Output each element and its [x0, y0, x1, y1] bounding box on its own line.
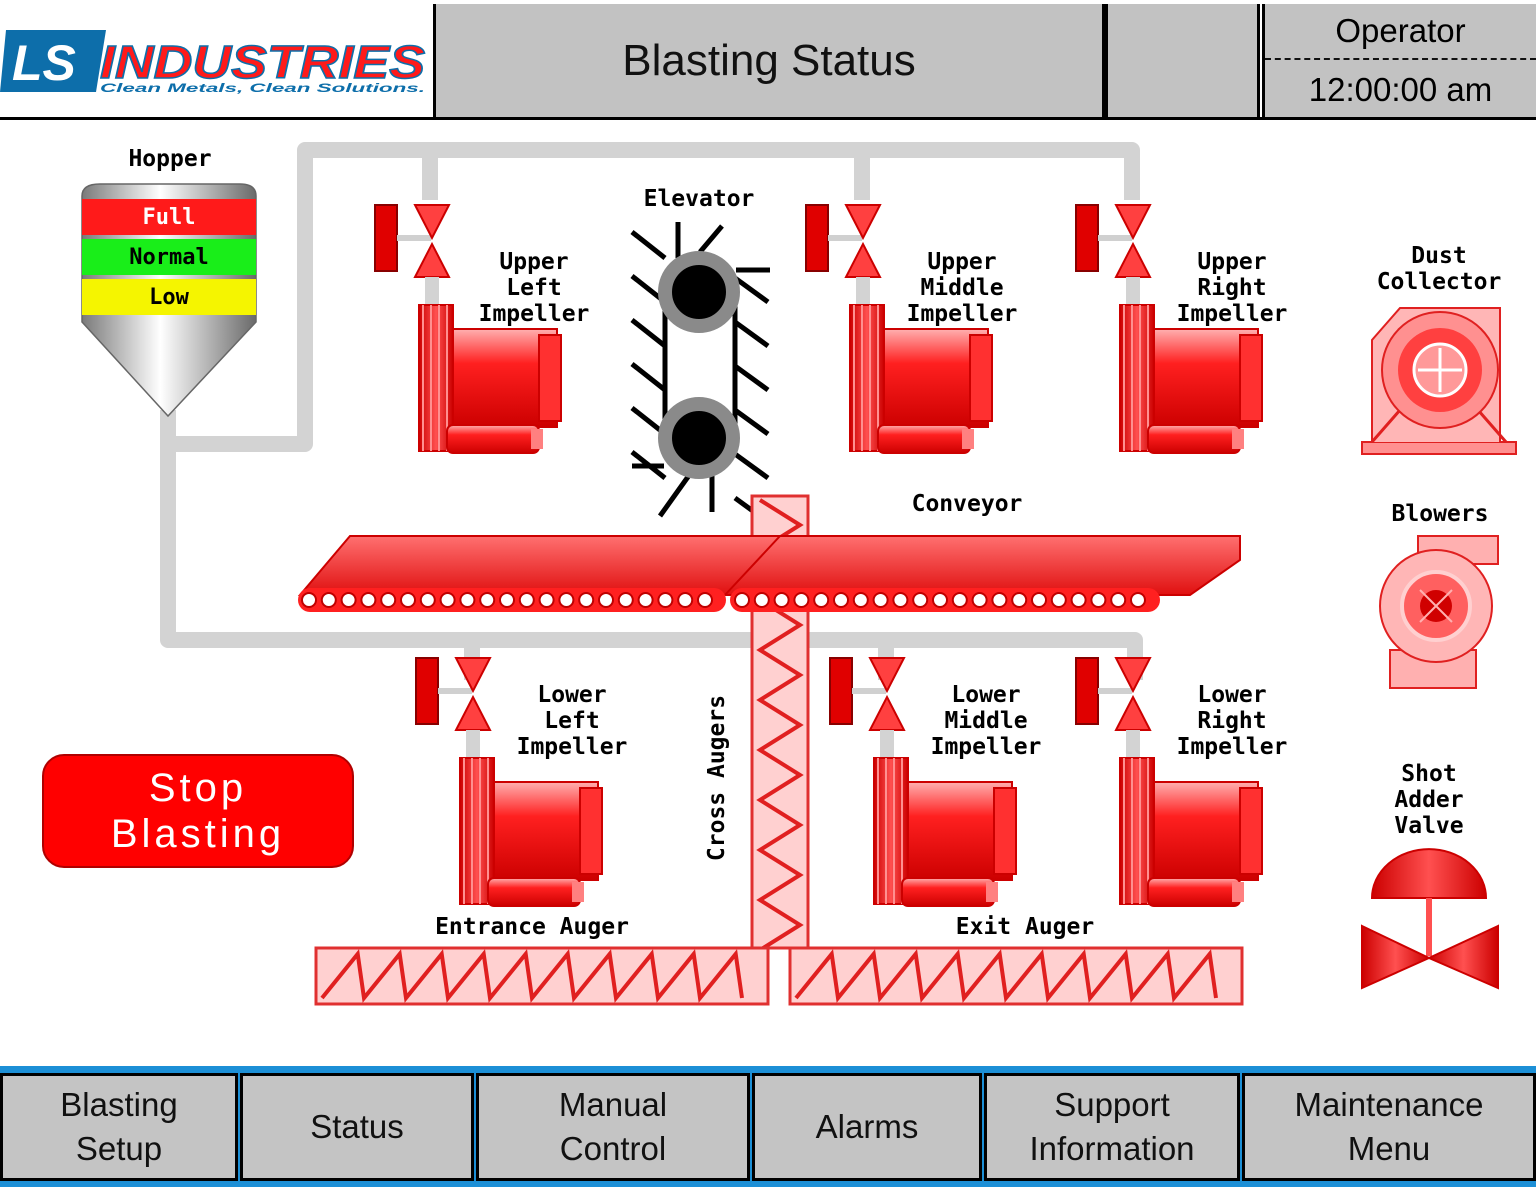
lower-middle-impeller-label: Lower Middle Impeller — [930, 682, 1042, 760]
lower-right-impeller-label: Lower Right Impeller — [1176, 682, 1288, 760]
svg-text:LS: LS — [12, 35, 76, 91]
nav-support-information-button[interactable]: Support Information — [984, 1073, 1240, 1181]
nav-blasting-setup-button[interactable]: Blasting Setup — [0, 1073, 238, 1181]
lower-left-impeller-label: Lower Left Impeller — [516, 682, 628, 760]
impeller-upper-left — [374, 204, 562, 454]
hopper-level-normal: Normal — [82, 239, 256, 275]
hopper-label: Hopper — [128, 146, 212, 172]
exit-auger-label: Exit Auger — [955, 914, 1095, 940]
nav-status-button[interactable]: Status — [240, 1073, 474, 1181]
nav-maintenance-menu-button[interactable]: Maintenance Menu — [1242, 1073, 1536, 1181]
svg-text:Clean Metals, Clean Solutions.: Clean Metals, Clean Solutions. — [100, 81, 425, 95]
entrance-auger-label: Entrance Auger — [435, 914, 629, 940]
nav-alarms-button[interactable]: Alarms — [752, 1073, 982, 1181]
elevator-graphic — [630, 222, 770, 525]
stop-blasting-button[interactable]: Stop Blasting — [42, 754, 354, 868]
upper-middle-impeller-label: Upper Middle Impeller — [906, 249, 1018, 327]
impeller-lower-middle — [829, 657, 1017, 907]
exit-auger-graphic — [788, 946, 1244, 1006]
hopper-level-full: Full — [82, 199, 256, 235]
impeller-lower-right — [1075, 657, 1263, 907]
header-bar: LS INDUSTRIES Clean Metals, Clean Soluti… — [0, 0, 1536, 120]
hopper-level-low: Low — [82, 279, 256, 315]
nav-manual-control-button[interactable]: Manual Control — [476, 1073, 750, 1181]
impeller-lower-left — [415, 657, 603, 907]
cross-augers-label: Cross Augers — [704, 694, 730, 862]
page-title: Blasting Status — [433, 4, 1105, 117]
blowers-label: Blowers — [1391, 501, 1489, 527]
blowers-icon — [1379, 535, 1499, 689]
company-logo: LS INDUSTRIES Clean Metals, Clean Soluti… — [0, 30, 426, 95]
shot-adder-valve-label: Shot Adder Valve — [1394, 761, 1464, 839]
entrance-auger-graphic — [314, 946, 770, 1006]
operator-panel: Operator 12:00:00 am — [1262, 4, 1536, 117]
conveyor-label: Conveyor — [911, 491, 1023, 517]
upper-left-impeller-label: Upper Left Impeller — [478, 249, 590, 327]
bottom-nav: Blasting Setup Status Manual Control Ala… — [0, 1066, 1536, 1187]
process-diagram — [81, 142, 1517, 1006]
conveyor-graphic — [297, 535, 1241, 612]
upper-right-impeller-label: Upper Right Impeller — [1176, 249, 1288, 327]
dust-collector-icon — [1361, 307, 1517, 455]
header-blank-panel — [1105, 4, 1260, 117]
elevator-label: Elevator — [643, 186, 755, 212]
shot-adder-valve-icon — [1361, 848, 1499, 990]
svg-text:INDUSTRIES: INDUSTRIES — [100, 36, 425, 88]
dust-collector-label: Dust Collector — [1376, 243, 1502, 295]
clock: 12:00:00 am — [1308, 70, 1493, 108]
user-role[interactable]: Operator — [1265, 4, 1536, 60]
impeller-upper-right — [1075, 204, 1263, 454]
impeller-upper-middle — [805, 204, 993, 454]
